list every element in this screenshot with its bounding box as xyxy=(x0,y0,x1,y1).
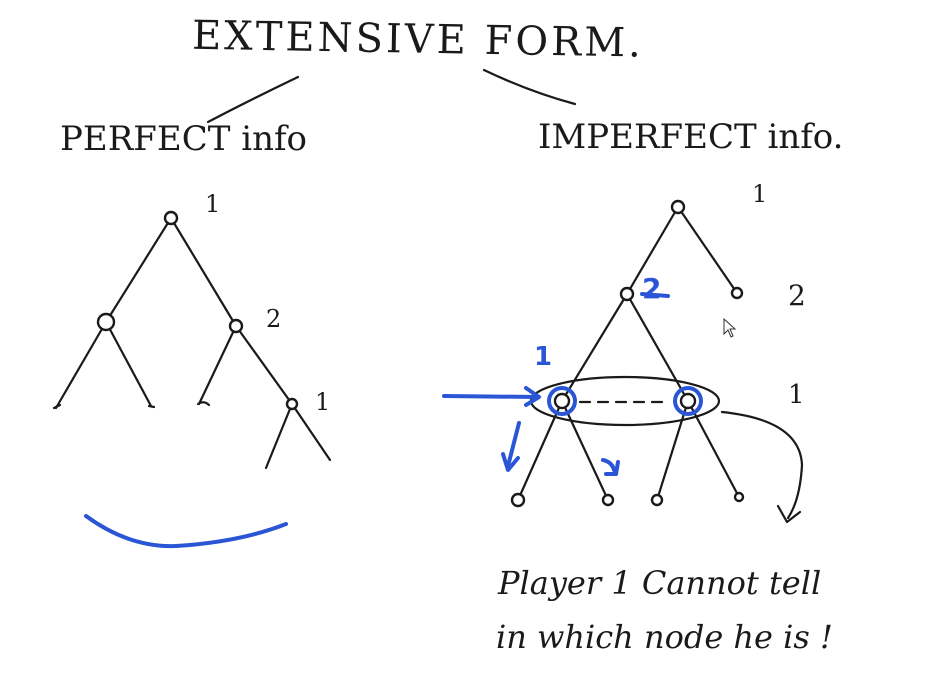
tree-node xyxy=(733,491,745,503)
note-line-2: in which node he is ! xyxy=(496,618,833,656)
tree-node xyxy=(670,199,686,215)
tree-node xyxy=(228,318,244,334)
title-branch-left xyxy=(206,75,300,124)
player-label: 1 xyxy=(315,388,330,416)
imperfect-info-tree xyxy=(510,199,745,508)
tree-node xyxy=(96,312,116,332)
tree-node xyxy=(510,492,526,508)
player-label: 2 xyxy=(266,305,281,333)
blue-arrow-right-head xyxy=(524,386,541,407)
tree-node xyxy=(650,493,664,507)
blue-player-annotation: 1 xyxy=(534,342,552,372)
player-label: 1 xyxy=(752,180,767,208)
imperfect-info-label: IMPERFECT info. xyxy=(538,117,844,157)
curved-arrow xyxy=(720,410,804,520)
tree-node xyxy=(285,397,299,411)
tree-node xyxy=(601,493,615,507)
curved-arrow-head xyxy=(776,504,802,524)
blue-circle-highlight xyxy=(547,386,577,416)
blue-circle-highlight xyxy=(673,386,703,416)
decision-node-left xyxy=(553,392,571,410)
tree-node xyxy=(730,286,744,300)
perfect-info-tree xyxy=(52,210,332,470)
decision-node-right xyxy=(679,392,697,410)
diagram-title: EXTENSIVE FORM. xyxy=(192,13,645,67)
title-branch-right xyxy=(482,68,577,106)
blue-arrow-down-right-head xyxy=(604,460,620,476)
blue-arrow-right xyxy=(442,394,540,399)
blue-arrow-down-left-head xyxy=(501,452,520,472)
mouse-cursor-icon xyxy=(723,317,737,338)
player-label: 1 xyxy=(788,380,805,410)
note-line-1: Player 1 Cannot tell xyxy=(497,564,821,602)
blue-underline-stroke xyxy=(84,514,288,549)
player-label: 2 xyxy=(788,279,806,312)
tree-node xyxy=(163,210,179,226)
perfect-info-label: PERFECT info xyxy=(60,119,307,159)
tree-node xyxy=(619,286,635,302)
player-label: 1 xyxy=(205,190,220,218)
blue-arrow-down-right xyxy=(601,458,616,472)
player-label-blue: 2 xyxy=(642,272,661,305)
blue-arrow-down-left xyxy=(506,421,521,468)
